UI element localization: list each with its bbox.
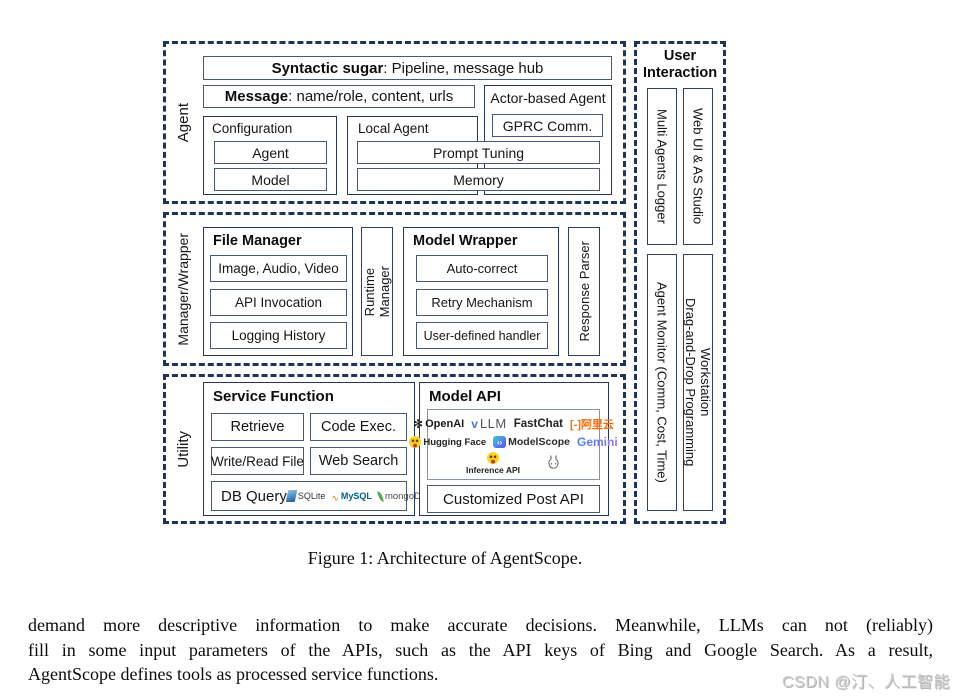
syntactic-sugar-bar: Syntactic sugar: Pipeline, message hub — [203, 56, 612, 80]
manager-wrapper-label: Manager/Wrapper — [174, 232, 191, 346]
body-line: AgentScope defines tools as processed se… — [28, 664, 439, 684]
utility-label: Utility — [174, 430, 192, 468]
model-api-title: Model API — [429, 388, 501, 405]
agent-section-label-wrap: Agent — [166, 41, 200, 204]
file-manager-item: Logging History — [210, 322, 347, 349]
config-agent-box: Agent — [214, 141, 327, 164]
multi-agents-logger-label: Multi Agents Logger — [654, 109, 670, 224]
multi-agents-logger-box: Multi Agents Logger — [647, 88, 677, 245]
service-function-title: Service Function — [213, 388, 334, 405]
mysql-icon — [331, 488, 339, 504]
user-interaction-title: User Interaction — [642, 48, 718, 81]
manager-wrapper-label-wrap: Manager/Wrapper — [166, 212, 200, 366]
openai-icon — [413, 415, 423, 433]
actor-based-agent-label: Actor-based Agent — [490, 90, 606, 106]
aliyun-logo: [-]阿里云 — [569, 418, 614, 431]
configuration-label: Configuration — [212, 121, 293, 136]
modelscope-logo: ModelScope — [493, 436, 570, 448]
memory-bar: Memory — [357, 168, 600, 191]
agent-monitor-label: Agent Monitor (Comm, Cost, Time) — [654, 282, 670, 483]
prompt-tuning-bar: Prompt Tuning — [357, 141, 600, 164]
local-agent-label: Local Agent — [358, 121, 429, 136]
runtime-manager-box: Runtime Manager — [361, 227, 393, 356]
gprc-comm-box: GPRC Comm. — [492, 114, 603, 137]
huggingface-icon — [409, 436, 422, 448]
web-ui-as-studio-box: Web UI & AS Studio — [683, 88, 713, 245]
body-line: fill in some input parameters of the API… — [28, 639, 933, 660]
runtime-manager-line: Manager — [377, 265, 392, 318]
body-paragraph: demand more descriptive information to m… — [28, 613, 933, 687]
db-query-label: DB Query — [221, 487, 287, 505]
sqlite-icon — [285, 490, 298, 502]
workstation-line: Drag-and-Drop Programming — [683, 298, 698, 467]
syntactic-sugar-bold: Syntactic sugar — [271, 59, 384, 77]
customized-post-api-box: Customized Post API — [427, 485, 600, 513]
file-manager-title: File Manager — [213, 233, 302, 249]
model-wrapper-item: User-defined handler — [416, 322, 548, 349]
fastchat-logo: FastChat — [513, 417, 563, 430]
service-item-web-search: Web Search — [310, 447, 407, 475]
runtime-manager-line: Runtime — [362, 267, 377, 316]
response-parser-box: Response Parser — [568, 227, 600, 356]
model-wrapper-item: Retry Mechanism — [416, 289, 548, 316]
service-item-code-exec: Code Exec. — [310, 413, 407, 441]
config-model-box: Model — [214, 168, 327, 191]
service-item-write-read-file: Write/Read File — [211, 447, 304, 475]
message-rest: : name/role, content, urls — [288, 88, 454, 105]
mongodb-icon — [377, 490, 384, 502]
response-parser-label: Response Parser — [576, 241, 592, 342]
workstation-line: Workstation — [698, 348, 713, 417]
modelscope-icon — [493, 436, 507, 448]
mongodb-logo: mongoDB — [377, 490, 427, 502]
gemini-logo: Gemini — [576, 435, 618, 449]
file-manager-item: API Invocation — [210, 289, 347, 316]
huggingface-icon — [486, 451, 499, 464]
openai-logo: OpenAI — [413, 415, 464, 433]
model-wrapper-title: Model Wrapper — [413, 233, 518, 249]
huggingface-logo: Hugging Face — [409, 436, 486, 448]
drag-and-drop-workstation-box: Drag-and-Drop Programming Workstation — [683, 254, 713, 511]
inference-api-logo: Inference API — [466, 451, 520, 475]
agent-section-label: Agent — [174, 102, 192, 143]
service-item-retrieve: Retrieve — [211, 413, 304, 441]
file-manager-item: Image, Audio, Video — [210, 255, 347, 282]
model-api-logo-row-3: Inference API — [430, 451, 597, 475]
llama-icon — [546, 454, 561, 472]
syntactic-sugar-rest: : Pipeline, message hub — [383, 59, 544, 77]
figure-caption: Figure 1: Architecture of AgentScope. — [307, 548, 583, 568]
web-ui-as-studio-label: Web UI & AS Studio — [690, 108, 706, 225]
mysql-logo: MySQL — [331, 488, 372, 504]
csdn-watermark: CSDN @汀、人工智能 — [781, 674, 950, 691]
db-query-box: DB Query SQLite MySQL mongoDB — [211, 481, 427, 511]
utility-label-wrap: Utility — [166, 374, 200, 524]
message-bold: Message — [224, 88, 289, 105]
model-api-logo-row-2: Hugging Face ModelScope Gemini — [409, 435, 618, 449]
model-wrapper-item: Auto-correct — [416, 255, 548, 282]
message-bar: Message: name/role, content, urls — [203, 85, 475, 108]
body-line: demand more descriptive information to m… — [28, 615, 933, 635]
sqlite-logo: SQLite — [285, 490, 325, 502]
agent-monitor-box: Agent Monitor (Comm, Cost, Time) — [647, 254, 677, 511]
